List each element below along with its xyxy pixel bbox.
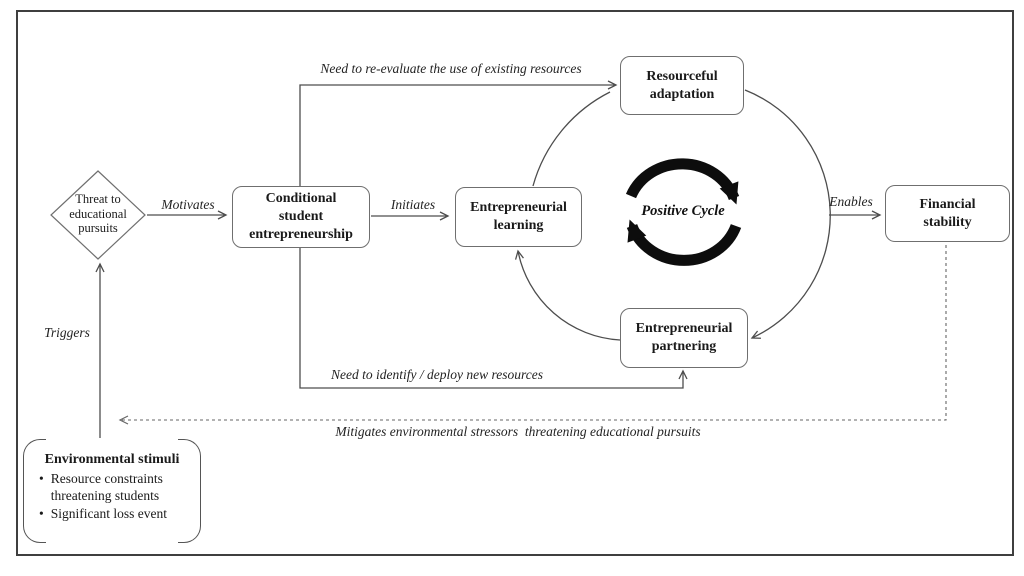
reevaluate-path-arrow (299, 80, 618, 186)
identify-path-arrow (299, 248, 688, 389)
bullet-icon: • (39, 505, 44, 521)
edge-label-enables: Enables (829, 194, 873, 209)
stimuli-bullet-item: • Significant loss event (23, 505, 201, 523)
stimuli-bullet-text: Resource constraints threatening student… (50, 471, 163, 503)
edge-label-motivates: Motivates (161, 197, 215, 212)
node-threat-label: Threat to educational pursuits (69, 192, 127, 235)
cycle-arc-adaptation-to-partnering (744, 89, 831, 339)
stimuli-title: Environmental stimuli (44, 452, 180, 467)
figure-border (16, 10, 1014, 556)
cycle-arc-learning-to-adaptation (532, 91, 611, 187)
positive-cycle-label: Positive Cycle (641, 203, 725, 219)
edge-label-triggers: Triggers (44, 325, 90, 340)
edge-label-identify: Need to identify / deploy new resources (331, 367, 543, 382)
cycle-arc-partnering-to-learning (514, 249, 621, 341)
edge-label-initiates: Initiates (390, 197, 436, 212)
node-label: Resourceful adaptation (646, 68, 718, 102)
node-resourceful-adaptation: Resourceful adaptation (620, 56, 744, 115)
node-environmental-stimuli: Environmental stimuli • Resource constra… (23, 439, 201, 543)
positive-cycle-icon (625, 158, 742, 266)
edge-label-mitigates: Mitigates environmental stressors threat… (335, 424, 701, 439)
stimuli-bullet-item: • Resource constraints threatening stude… (23, 470, 201, 505)
cycle-icon-bottom-arc (626, 219, 742, 266)
edge-label-reevaluate: Need to re-evaluate the use of existing … (320, 61, 582, 76)
node-financial-stability: Financial stability (885, 185, 1010, 242)
node-entrepreneurial-partnering: Entrepreneurial partnering (620, 308, 748, 368)
node-label: Financial stability (919, 196, 976, 230)
node-conditional-student-entrepreneurship: Conditional student entrepreneurship (232, 186, 370, 248)
bullet-icon: • (39, 471, 44, 486)
threat-diamond-shape (50, 170, 146, 260)
node-label: Entrepreneurial partnering (635, 321, 733, 354)
node-label: Conditional student entrepreneurship (249, 191, 353, 242)
mitigates-dashed-arrow (118, 245, 947, 425)
stimuli-bullet-text: Significant loss event (50, 505, 167, 521)
node-entrepreneurial-learning: Entrepreneurial learning (455, 187, 582, 247)
cycle-icon-top-arc (625, 158, 740, 205)
node-label: Entrepreneurial learning (470, 200, 567, 233)
